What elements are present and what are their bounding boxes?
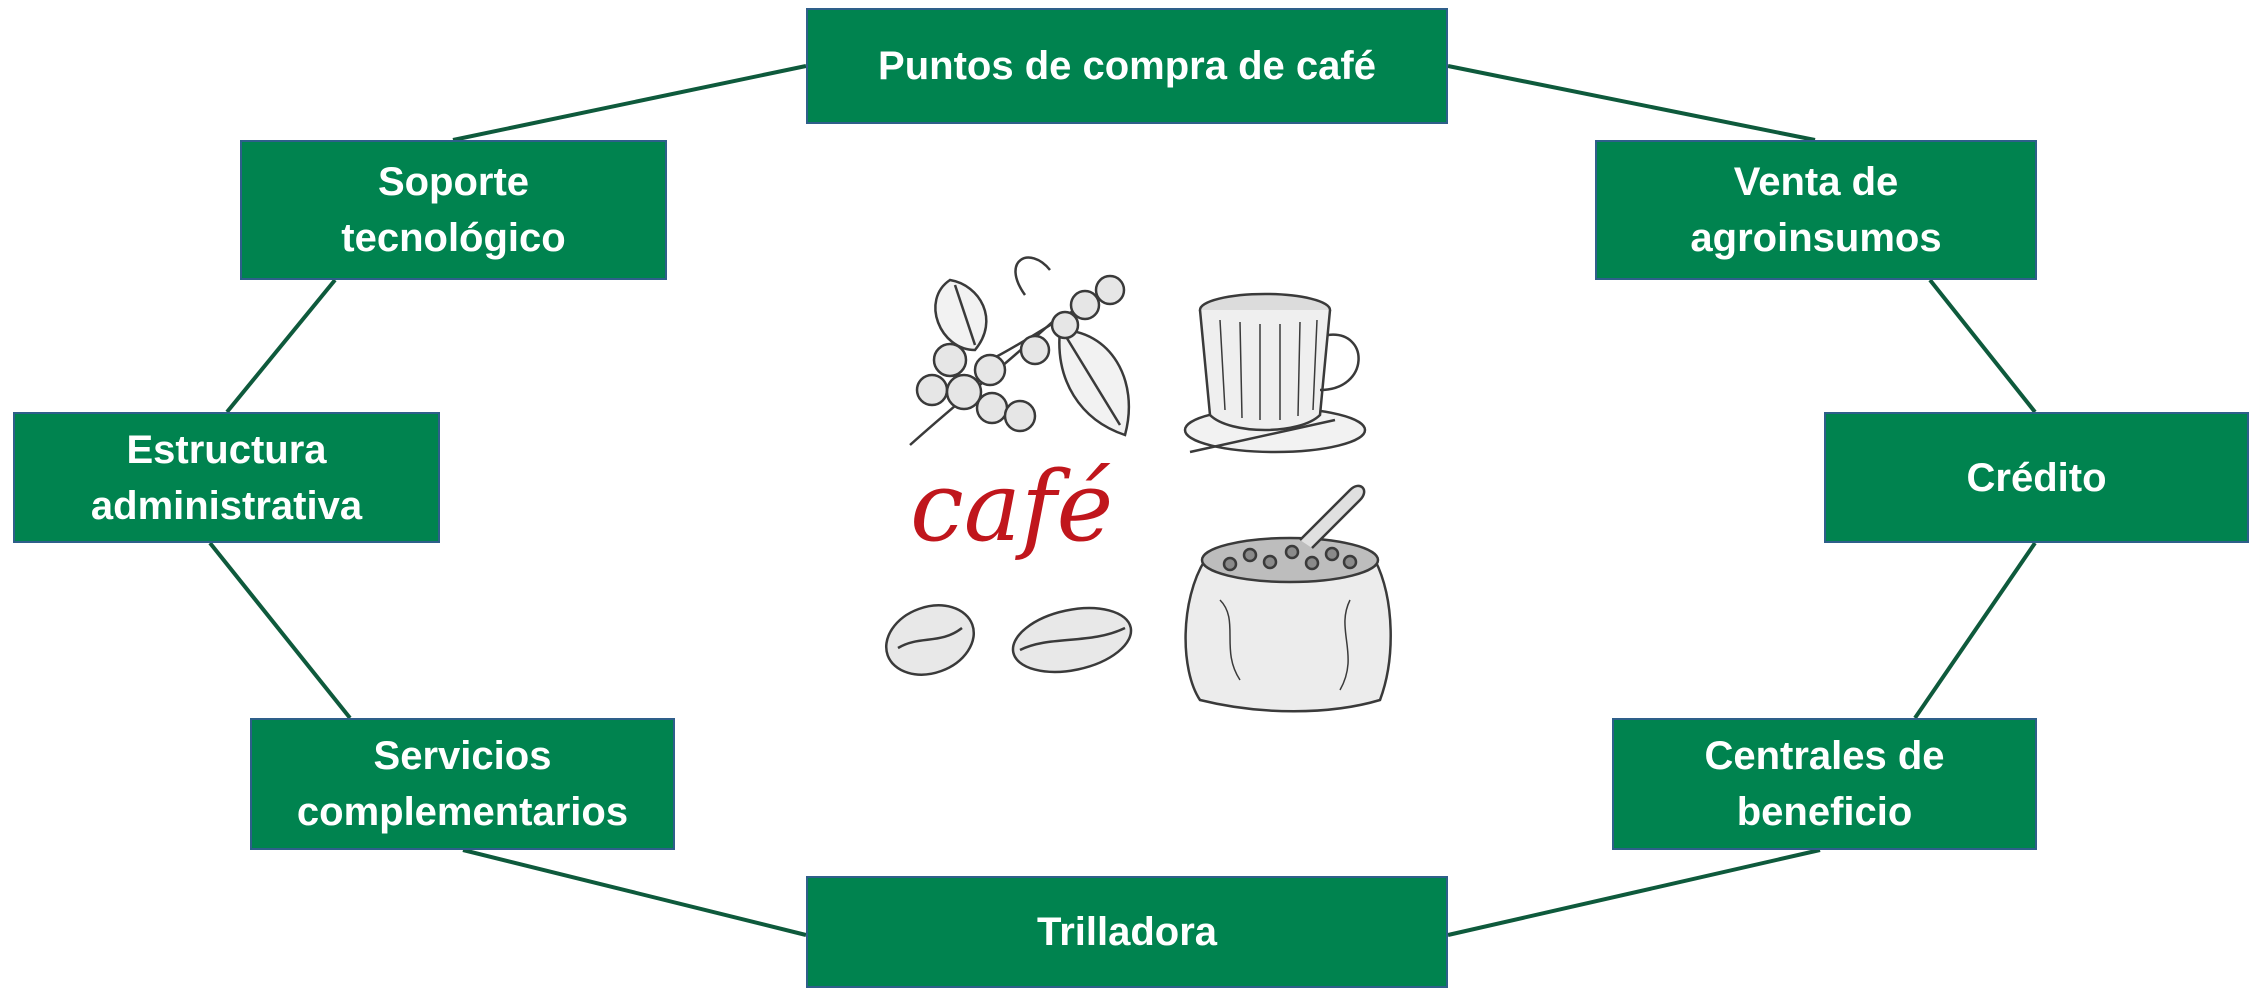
coffee-bean-icon [884, 604, 976, 676]
node-label-line-2: administrativa [90, 483, 363, 528]
node-puntos-de-compra: Puntos de compra de café [806, 8, 1448, 124]
coffee-bean-icon [1011, 606, 1133, 674]
node-label-line-1: Servicios [373, 734, 552, 778]
node-label: Puntos de compra de café [878, 44, 1376, 88]
node-label-line-1: Venta de [1733, 160, 1899, 204]
coffee-cup-icon [1183, 292, 1367, 454]
connector-line [208, 541, 352, 720]
node-label-line-2: beneficio [1736, 790, 1913, 834]
node-label: Crédito [1966, 455, 2107, 500]
node-label-line-2: complementarios [296, 790, 629, 834]
node-label-line-1: Soporte [377, 160, 530, 204]
node-centrales-de-beneficio: Centrales de beneficio [1612, 718, 2037, 850]
cafe-word: café [910, 451, 1113, 563]
node-label-line-1: Estructura [126, 427, 327, 472]
coffee-branch-icon [909, 256, 1131, 446]
connector-line [452, 64, 807, 142]
node-label-line-2: agroinsumos [1690, 216, 1942, 260]
node-servicios-complementarios: Servicios complementarios [250, 718, 675, 850]
node-venta-agroinsumos: Venta de agroinsumos [1595, 140, 2037, 280]
connector-line [1928, 278, 2037, 414]
node-estructura-administrativa: Estructura administrativa [13, 412, 440, 543]
node-label-line-1: Centrales de [1704, 734, 1945, 778]
connector-line [462, 848, 807, 937]
connector-line [1447, 848, 1821, 937]
node-trilladora: Trilladora [806, 876, 1448, 988]
connector-line [225, 278, 337, 414]
coffee-illustration: café [884, 256, 1392, 713]
coffee-sack-icon [1184, 484, 1392, 713]
node-label: Trilladora [1036, 910, 1218, 954]
connector-line [1447, 64, 1816, 142]
connector-line [1913, 541, 2037, 720]
node-label-line-2: tecnológico [341, 216, 566, 260]
node-soporte-tecnologico: Soporte tecnológico [240, 140, 667, 280]
node-credito: Crédito [1824, 412, 2249, 543]
